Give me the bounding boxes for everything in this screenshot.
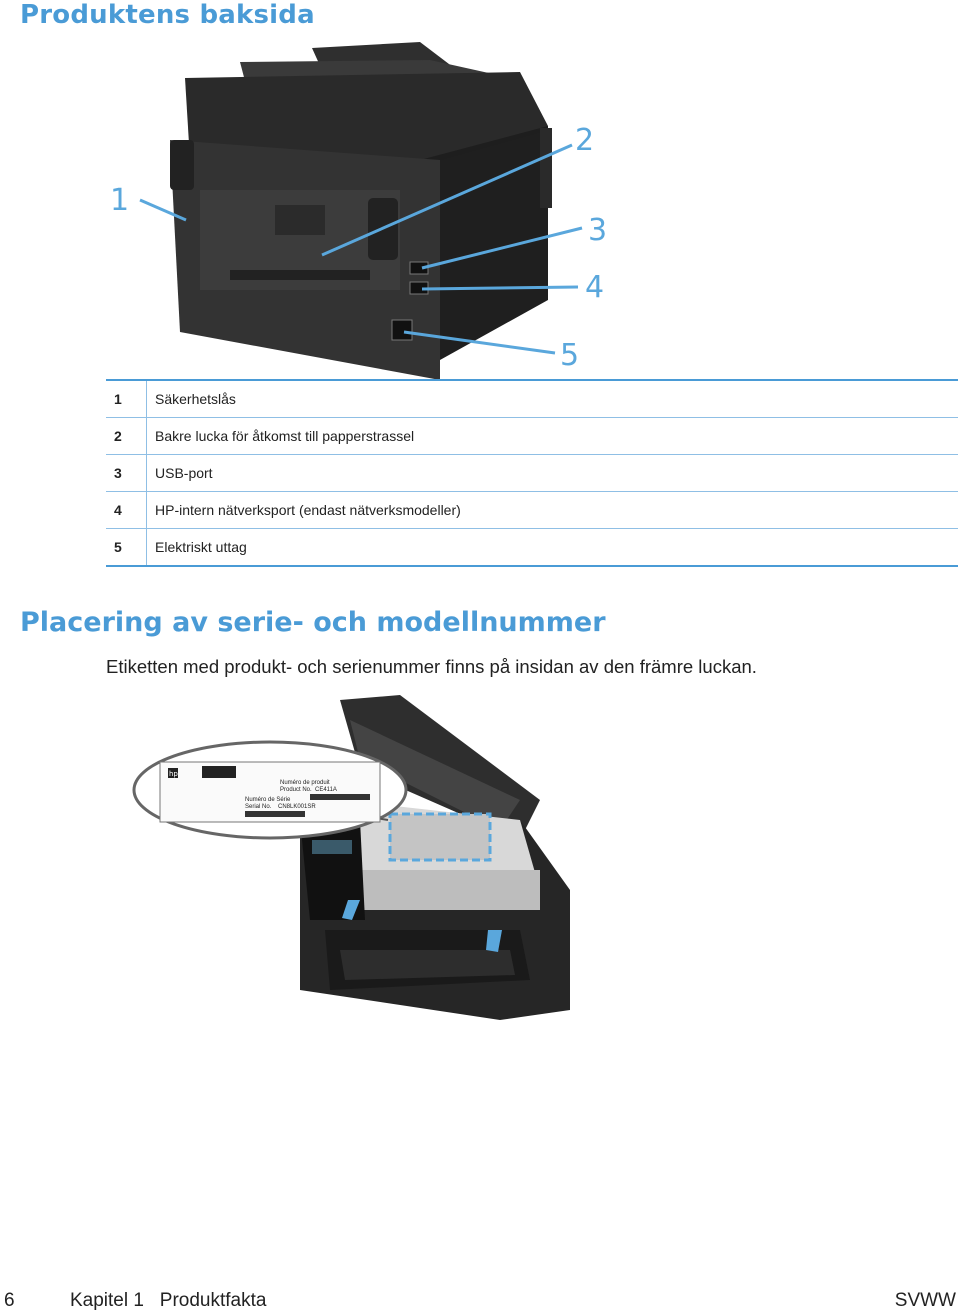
legend-label: USB-port bbox=[155, 465, 213, 481]
page-number: 6 bbox=[4, 1290, 15, 1312]
legend-row: 4 HP-intern nätverksport (endast nätverk… bbox=[106, 491, 958, 528]
legend-row: 5 Elektriskt uttag bbox=[106, 528, 958, 565]
legend-label: HP-intern nätverksport (endast nätverksm… bbox=[155, 502, 461, 518]
legend-number: 1 bbox=[106, 391, 146, 407]
callout-4: 4 bbox=[585, 270, 604, 305]
label-product-no-label: Product No. bbox=[280, 787, 312, 793]
label-logo: hp bbox=[169, 770, 178, 778]
brand-label: SVWW bbox=[895, 1290, 956, 1312]
page-footer: 6 Kapitel 1 Produktfakta SVWW bbox=[0, 1290, 960, 1316]
label-product-no: CE411A bbox=[315, 787, 337, 793]
serial-label-illustration: hp Numéro de produit Product No. CE411A … bbox=[100, 690, 620, 1030]
legend-label: Säkerhetslås bbox=[155, 391, 236, 407]
legend-label: Bakre lucka för åtkomst till papperstras… bbox=[155, 428, 414, 444]
label-product-heading: Numéro de produit bbox=[280, 780, 330, 786]
legend-number: 3 bbox=[106, 465, 146, 481]
callout-5: 5 bbox=[560, 338, 579, 373]
legend-number: 2 bbox=[106, 428, 146, 444]
label-serial-no: CN8LK001SR bbox=[278, 804, 316, 810]
intro-text: Etiketten med produkt- och serienummer f… bbox=[106, 656, 757, 678]
product-back-illustration: 1 2 3 4 5 bbox=[0, 40, 960, 380]
legend-number: 4 bbox=[106, 502, 146, 518]
legend-row: 3 USB-port bbox=[106, 454, 958, 491]
section-title-back: Produktens baksida bbox=[20, 0, 315, 30]
callout-3: 3 bbox=[588, 213, 607, 248]
legend-label: Elektriskt uttag bbox=[155, 539, 247, 555]
legend-number: 5 bbox=[106, 539, 146, 555]
legend-row: 1 Säkerhetslås bbox=[106, 381, 958, 417]
legend-row: 2 Bakre lucka för åtkomst till papperstr… bbox=[106, 417, 958, 454]
legend-table: 1 Säkerhetslås 2 Bakre lucka för åtkomst… bbox=[106, 379, 958, 567]
chapter-label: Kapitel 1 Produktfakta bbox=[70, 1290, 266, 1312]
label-serial-no-label: Serial No. bbox=[245, 804, 272, 810]
label-serial-heading: Numéro de Série bbox=[245, 797, 291, 803]
callout-2: 2 bbox=[575, 123, 594, 158]
section-title-serial: Placering av serie- och modellnummer bbox=[20, 607, 606, 638]
callout-1: 1 bbox=[110, 183, 129, 218]
